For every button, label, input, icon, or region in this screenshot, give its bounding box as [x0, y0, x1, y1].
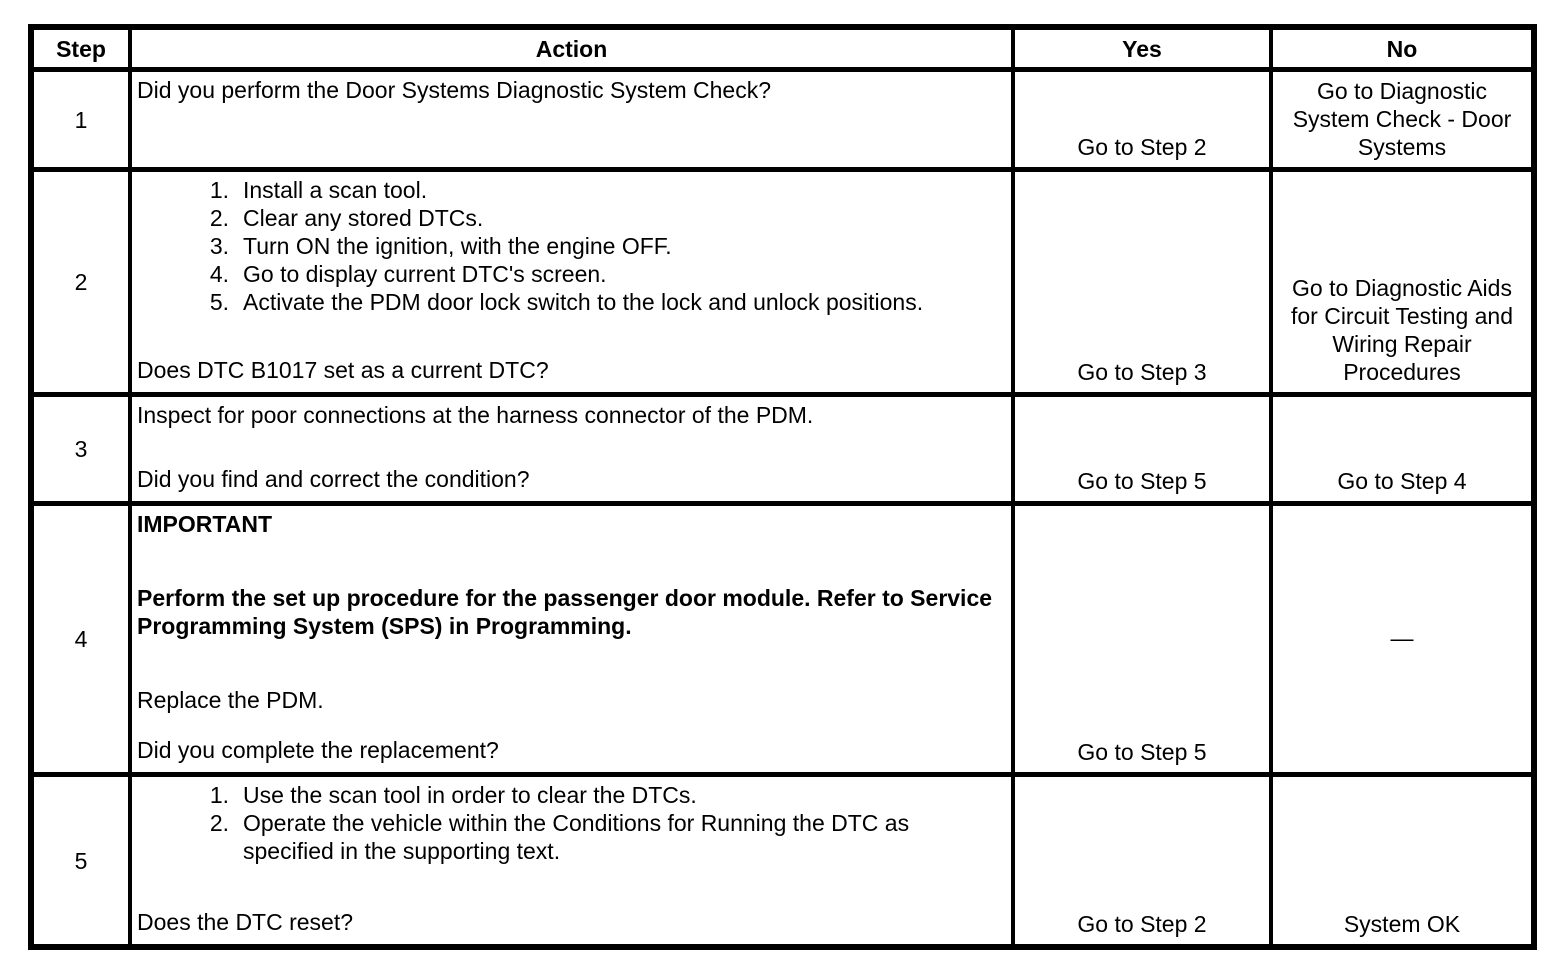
yes-instruction: Go to Step 5: [1077, 739, 1207, 765]
action-statement: Inspect for poor connections at the harn…: [137, 402, 814, 428]
action-cell-step-4: IMPORTANT Perform the set up procedure f…: [128, 501, 1011, 772]
step-number-4: 4: [34, 501, 128, 772]
column-header-yes: Yes: [1011, 30, 1269, 67]
no-cell-step-2: Go to Diagnostic Aids for Circuit Testin…: [1269, 167, 1531, 392]
list-item-text: Activate the PDM door lock switch to the…: [243, 289, 924, 315]
yes-instruction: Go to Step 2: [1077, 134, 1207, 160]
column-header-action-label: Action: [535, 35, 608, 62]
no-instruction: System OK: [1343, 911, 1461, 937]
list-item-number: 3.: [209, 233, 229, 259]
step-number-5: 5: [34, 772, 128, 944]
action-cell-step-2: 1. Install a scan tool. 2. Clear any stored…: [128, 167, 1011, 392]
column-header-step: Step: [34, 30, 128, 67]
yes-instruction: Go to Step 5: [1077, 468, 1207, 494]
action-statement: Replace the PDM.: [137, 687, 324, 713]
list-item-number: 2.: [209, 205, 229, 231]
action-list-item: 1. Use the scan tool in order to clear th…: [137, 781, 1001, 809]
no-cell-step-5: System OK: [1269, 772, 1531, 944]
list-item-number: 5.: [209, 289, 229, 315]
action-question: Does the DTC reset?: [137, 909, 354, 935]
list-item-text: Go to display current DTC's screen.: [243, 261, 607, 287]
yes-cell-step-1: Go to Step 2: [1011, 67, 1269, 167]
no-cell-step-1: Go to Diagnostic System Check - Door Sys…: [1269, 67, 1531, 167]
step-number-label: 5: [74, 847, 88, 874]
list-item-number: 4.: [209, 261, 229, 287]
column-header-action: Action: [128, 30, 1011, 67]
action-question: Did you find and correct the condition?: [137, 466, 530, 492]
yes-instruction: Go to Step 2: [1077, 911, 1207, 937]
no-instruction-dash: —: [1390, 625, 1414, 651]
action-question: Does DTC B1017 set as a current DTC?: [137, 357, 549, 383]
yes-instruction: Go to Step 3: [1077, 359, 1207, 385]
action-list: 1. Install a scan tool. 2. Clear any stored…: [137, 176, 1001, 316]
action-list-item: 2. Clear any stored DTCs.: [137, 204, 1001, 232]
action-statement: Did you perform the Door Systems Diagnos…: [137, 77, 772, 103]
column-header-yes-label: Yes: [1122, 35, 1162, 62]
important-label: IMPORTANT: [137, 511, 273, 537]
yes-cell-step-4: Go to Step 5: [1011, 501, 1269, 772]
list-item-number: 1.: [209, 177, 229, 203]
action-list-item: 3. Turn ON the ignition, with the engine …: [137, 232, 1001, 260]
list-item-text: Operate the vehicle within the Condition…: [243, 810, 910, 864]
action-list-item: 4. Go to display current DTC's screen.: [137, 260, 1001, 288]
list-item-text: Use the scan tool in order to clear the …: [243, 782, 697, 808]
list-item-text: Clear any stored DTCs.: [243, 205, 484, 231]
list-item-number: 2.: [209, 810, 229, 836]
step-number-2: 2: [34, 167, 128, 392]
step-number-label: 1: [74, 106, 88, 133]
action-list-item: 2. Operate the vehicle within the Conditi…: [137, 809, 1001, 865]
no-cell-step-3: Go to Step 4: [1269, 392, 1531, 501]
diagnostic-table: Step Action Yes No 1 Did you perform the…: [28, 24, 1537, 950]
column-header-step-label: Step: [56, 35, 106, 62]
step-number-3: 3: [34, 392, 128, 501]
list-item-text: Install a scan tool.: [243, 177, 428, 203]
action-question: Did you complete the replacement?: [137, 737, 499, 763]
step-number-label: 2: [74, 269, 88, 295]
column-header-no: No: [1269, 30, 1531, 67]
yes-cell-step-2: Go to Step 3: [1011, 167, 1269, 392]
column-header-no-label: No: [1386, 35, 1418, 62]
important-note: Perform the set up procedure for the pas…: [137, 585, 993, 639]
no-instruction: Go to Diagnostic System Check - Door Sys…: [1292, 78, 1512, 160]
action-cell-step-1: Did you perform the Door Systems Diagnos…: [128, 67, 1011, 167]
list-item-number: 1.: [209, 782, 229, 808]
no-instruction: Go to Step 4: [1337, 468, 1467, 494]
step-number-label: 4: [74, 626, 88, 652]
step-number-1: 1: [34, 67, 128, 167]
list-item-text: Turn ON the ignition, with the engine OF…: [243, 233, 672, 259]
yes-cell-step-5: Go to Step 2: [1011, 772, 1269, 944]
action-cell-step-5: 1. Use the scan tool in order to clear th…: [128, 772, 1011, 944]
yes-cell-step-3: Go to Step 5: [1011, 392, 1269, 501]
no-cell-step-4: —: [1269, 501, 1531, 772]
action-list-item: 5. Activate the PDM door lock switch to t…: [137, 288, 1001, 316]
step-number-label: 3: [74, 436, 88, 462]
no-instruction: Go to Diagnostic Aids for Circuit Testin…: [1290, 275, 1513, 385]
action-list: 1. Use the scan tool in order to clear th…: [137, 781, 1001, 865]
action-list-item: 1. Install a scan tool.: [137, 176, 1001, 204]
action-cell-step-3: Inspect for poor connections at the harn…: [128, 392, 1011, 501]
